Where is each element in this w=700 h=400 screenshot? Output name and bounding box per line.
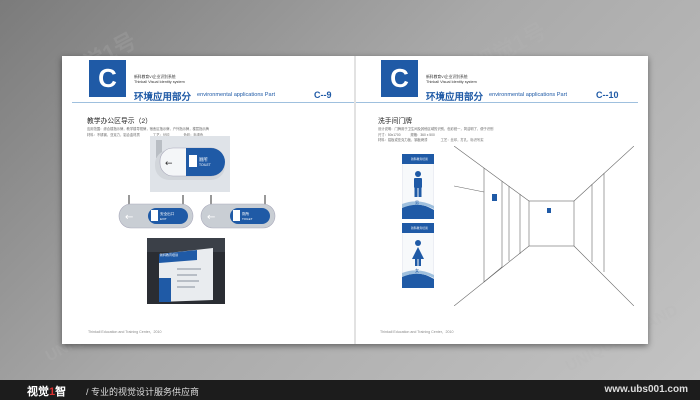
header-small-en: Thinkall Visual Identity system xyxy=(134,79,185,84)
exit-sign-en: EXIT xyxy=(160,217,167,221)
header-small-cn: 新科教育VI企业识别系统 xyxy=(426,75,468,79)
section-title: 教学办公区导示（2） xyxy=(87,118,152,125)
page-footer: Thinkall Education and Training Center，2… xyxy=(88,330,162,334)
page-left: C 新科教育VI企业识别系统 Thinkall Visual Identity … xyxy=(62,56,354,344)
door-sign-logo-label: 新科教育培训 xyxy=(411,226,428,230)
men-label-en: man xyxy=(412,205,421,210)
photo-sign-label: 新科教育培训 xyxy=(160,253,179,257)
page-title: 环境应用部分 xyxy=(134,92,192,103)
hanging-sign-toilet-en: TOILET xyxy=(199,163,211,167)
men-label-cn: 男 xyxy=(415,200,419,205)
toilet-sign2-cn: 厕所 xyxy=(242,212,250,216)
section-description: 设计说明：门牌用于卫生间及其他区域的识别，色彩统一，简洁明了，便于识别 尺寸：5… xyxy=(378,127,518,144)
hanging-sign-toilet-art: ← xyxy=(150,136,230,192)
page-code: C--9 xyxy=(314,90,332,100)
section-title: 洗手间门牌 xyxy=(378,118,412,125)
door-sign-men-art xyxy=(402,154,434,219)
women-label-cn: 女 xyxy=(415,268,419,273)
brand-accent-text: 1 xyxy=(49,386,56,398)
section-letter-box: C xyxy=(89,60,126,97)
description-line: 尺寸：50x1700 规格：360 x 500 xyxy=(378,132,435,137)
brand-tail-text: 智 xyxy=(55,386,67,398)
site-url-link[interactable]: www.ubs001.com xyxy=(604,384,688,395)
page-code: C--10 xyxy=(596,90,619,100)
site-slogan: / 专业的视觉设计服务供应商 xyxy=(86,387,200,397)
description-line: 材料：铝板或亚克力板，钢板烤漆 工艺：丝印，打孔，标识写实 xyxy=(378,138,484,143)
brand-main-text: 视觉 xyxy=(27,386,49,398)
page-title-en: environmental applications Part xyxy=(197,92,276,98)
section-letter-box: C xyxy=(381,60,418,97)
door-sign-logo-label: 新科教育培训 xyxy=(411,157,428,161)
exit-sign-cn: 安全出口 xyxy=(160,212,175,216)
header-small-en: Thinkall Visual Identity system xyxy=(426,79,477,84)
brochure-spread: C 新科教育VI企业识别系统 Thinkall Visual Identity … xyxy=(62,56,648,344)
site-brand-logo[interactable]: 视觉1智 xyxy=(27,383,66,399)
header-divider xyxy=(356,102,638,103)
description-line: 设计说明：门牌用于卫生间及其他区域的识别，色彩统一，简洁明了，便于识别 xyxy=(378,127,494,131)
toilet-sign2-en: TOILET xyxy=(242,217,253,221)
header-small-cn: 新科教育VI企业识别系统 xyxy=(134,75,176,79)
svg-text:←: ← xyxy=(207,212,215,223)
corridor-sketch xyxy=(454,146,634,306)
page-footer: Thinkall Education and Training Center，2… xyxy=(380,330,454,334)
hanging-sign-toilet-cn: 厕所 xyxy=(199,157,208,162)
section-description: 应用范围：综合楼指示牌，教学楼导视牌，宿舍区指示牌，户外指示牌，楼层指示牌 材料… xyxy=(87,127,297,138)
svg-text:←: ← xyxy=(165,159,173,169)
door-sign-women-art xyxy=(402,223,434,288)
description-line: 材料：不锈钢，亚克力，铝合金材质 工艺：丝印 色彩：标准色 xyxy=(87,132,204,137)
site-footer-bar: 视觉1智 / 专业的视觉设计服务供应商 www.ubs001.com xyxy=(0,380,700,400)
header-divider xyxy=(72,102,354,103)
header-small-text: 新科教育VI企业识别系统 Thinkall Visual Identity sy… xyxy=(134,75,185,84)
page-fold xyxy=(354,56,356,344)
page-right: C 新科教育VI企业识别系统 Thinkall Visual Identity … xyxy=(356,56,648,344)
svg-text:←: ← xyxy=(125,212,133,223)
header-small-text: 新科教育VI企业识别系统 Thinkall Visual Identity sy… xyxy=(426,75,477,84)
hanging-sign-exit-art: ← xyxy=(118,195,194,229)
sign-photo xyxy=(147,238,225,304)
women-label-en: women xyxy=(409,273,424,278)
hanging-sign-toilet2-art: ← xyxy=(200,195,276,229)
page-title: 环境应用部分 xyxy=(426,92,484,103)
description-line: 应用范围：综合楼指示牌，教学楼导视牌，宿舍区指示牌，户外指示牌，楼层指示牌 xyxy=(87,127,209,131)
page-title-en: environmental applications Part xyxy=(489,92,568,98)
